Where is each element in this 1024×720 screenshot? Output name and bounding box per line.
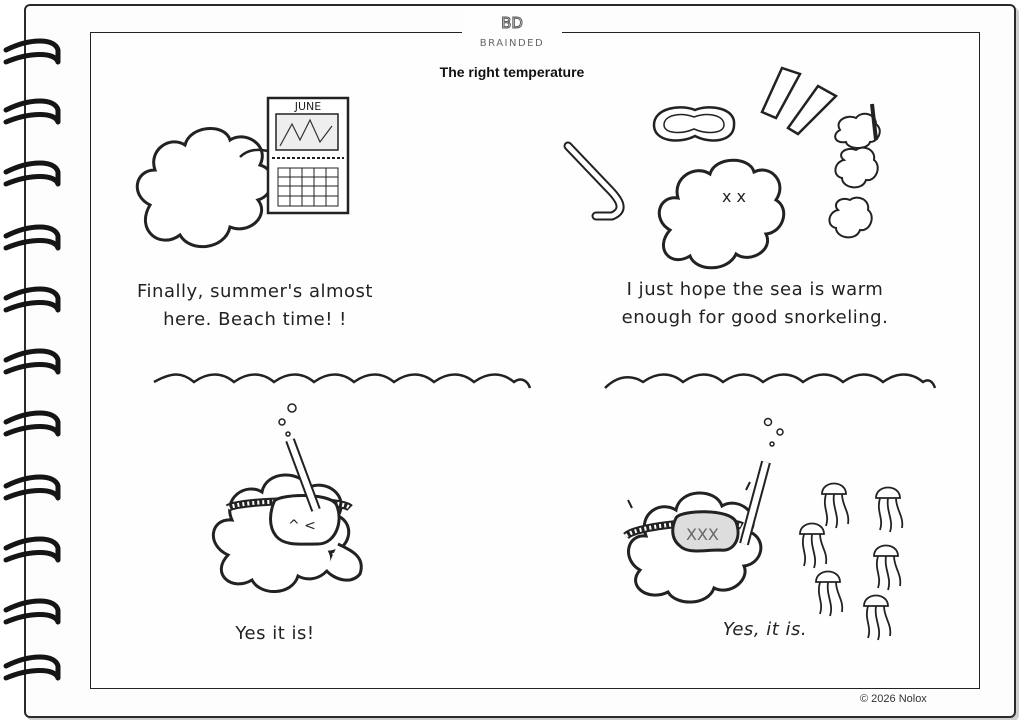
panel-1-caption: Finally, summer's almost here. Beach tim… [120,278,390,334]
brand-logo: BD BRAINDED [462,10,562,54]
panel-2-caption-line2: enough for good snorkeling. [621,307,889,328]
bubbles-icon [278,403,297,437]
logo-initials: BD [501,14,523,32]
comic-title: The right temperature [439,64,585,80]
jellyfish-icon [873,544,902,591]
wave-line-right [604,373,937,389]
panel-3-caption: Yes it is! [235,623,315,644]
cloud-character-diver [828,103,881,239]
snorkel-icon [563,141,625,221]
panel-1-caption-line2: here. Beach time! ! [163,309,347,330]
jellyfish-icon [821,482,850,529]
cloud-character-snorkeling: ^ < [211,438,363,593]
cloud-character [135,127,274,249]
calendar-icon: JUNE [266,96,350,215]
jellyfish-icon [815,570,844,617]
fins-icon [760,66,839,136]
pointer-arm [239,148,269,158]
svg-text:x x: x x [722,187,746,206]
bubbles-icon [763,417,784,447]
wave-line-left [153,373,532,389]
calendar-month: JUNE [294,100,322,113]
spiral-icon [3,38,61,681]
panel-4-caption: Yes, it is. [722,619,808,640]
svg-text:XXX: XXX [686,525,719,544]
mask-icon [652,106,736,142]
jellyfish-icon [799,522,828,569]
jellyfish-icon [875,486,904,533]
logo-name: BRAINDED [480,38,544,49]
panel-2-caption-line1: I just hope the sea is warm [626,279,884,300]
panel-1-caption-line1: Finally, summer's almost [137,281,373,302]
svg-text:^ <: ^ < [288,518,316,534]
cloud-character: x x [657,158,786,270]
jellyfish-swarm [799,482,904,641]
copyright-text: © 2026 Nolox [860,693,927,705]
panel-2-caption: I just hope the sea is warm enough for g… [605,276,905,332]
cloud-character-snorkeling-shocked: XXX [623,460,771,604]
jellyfish-icon [863,594,892,641]
